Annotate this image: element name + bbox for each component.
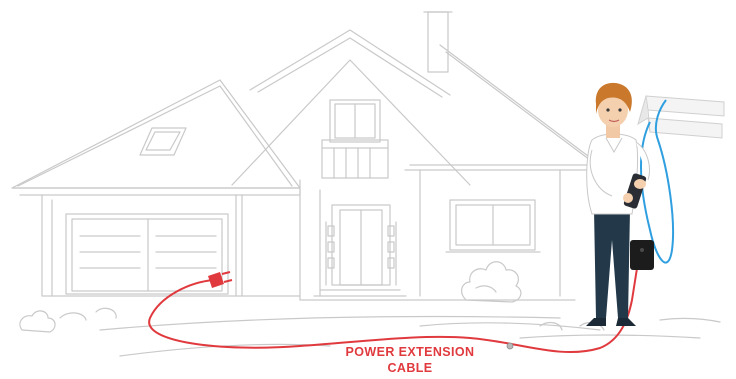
cable-label-line2: CABLE (300, 360, 520, 376)
signal-booster-icon (630, 240, 654, 270)
antenna-icon (638, 96, 724, 138)
cable-label-line1: POWER EXTENSION (300, 344, 520, 360)
cable-label: POWER EXTENSION CABLE (300, 344, 520, 376)
